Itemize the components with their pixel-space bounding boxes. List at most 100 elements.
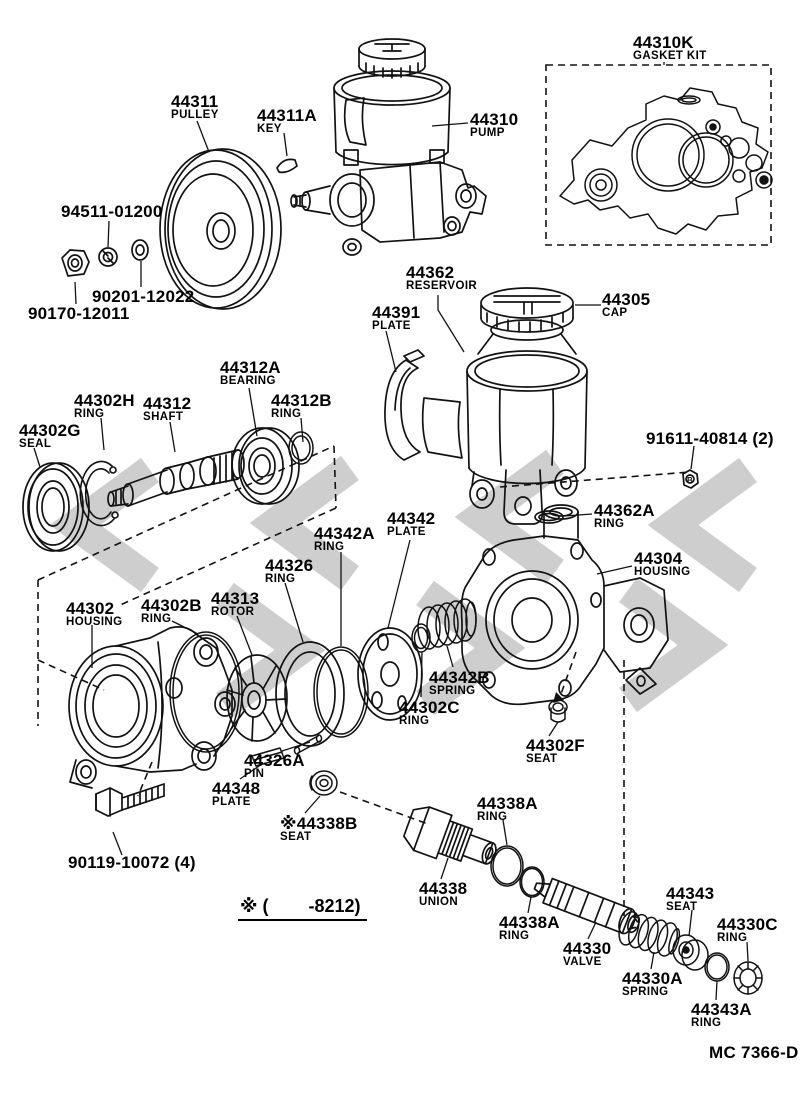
part-label-9017012011: 90170-12011: [28, 305, 129, 323]
washer-94511-drawing: [98, 247, 118, 267]
part-number: 44313: [211, 589, 260, 608]
part-description: RING: [265, 572, 296, 585]
part-description: RING: [499, 929, 530, 942]
part-number: 44304: [634, 549, 683, 568]
part-description: PLATE: [372, 319, 411, 332]
gasket-kit-box: [545, 64, 772, 246]
part-description: RING: [594, 517, 625, 530]
part-number: 44302G: [19, 421, 81, 440]
part-description: PUMP: [470, 126, 505, 139]
part-number: 94511-01200: [61, 202, 163, 221]
part-description: RING: [399, 714, 430, 727]
union-drawing: [403, 806, 497, 865]
part-description: RING: [477, 810, 508, 823]
washer-90201-drawing: [131, 239, 149, 261]
part-description: VALVE: [563, 955, 602, 968]
seat-44343-drawing: [672, 934, 709, 971]
part-number: 44343: [666, 884, 715, 903]
bearing-drawing: [231, 427, 300, 505]
part-description: SEAT: [526, 752, 558, 765]
part-number: 44311A: [257, 106, 317, 125]
gasket-kit-drawing: [559, 87, 773, 235]
part-number: 90201-12022: [92, 287, 195, 306]
part-description: HOUSING: [634, 565, 691, 578]
part-number: 90170-12011: [28, 304, 130, 323]
part-number: 44338: [419, 879, 468, 898]
leader-lines: [33, 62, 749, 1001]
part-number: 44342: [387, 509, 436, 528]
applicability-footnote: ※ ( -8212): [238, 896, 367, 921]
pin-drawing: [293, 734, 323, 755]
ring-44330c-drawing: [733, 961, 763, 995]
part-description: PIN: [244, 767, 265, 780]
part-description: PLATE: [387, 525, 426, 538]
seat-44338b-drawing: [309, 770, 338, 796]
part-description: BEARING: [220, 374, 276, 387]
spring-44342b-drawing: [417, 598, 477, 650]
part-number: 44310K: [633, 33, 694, 52]
part-number: 44330C: [717, 915, 778, 934]
part-label-91611408142: 91611-40814 (2): [646, 430, 774, 448]
part-description: KEY: [257, 122, 282, 135]
part-description: SEAT: [280, 830, 312, 843]
part-number: 90119-10072 (4): [68, 853, 196, 872]
key-drawing: [276, 158, 298, 174]
spring-44330a-drawing: [618, 911, 681, 957]
bolt-90119-drawing: [95, 783, 165, 817]
document-code: MC 7366-D: [709, 1043, 799, 1062]
part-number: 44326: [265, 556, 314, 575]
front-housing-drawing: [68, 626, 236, 789]
part-label-9020112022: 90201-12022: [92, 288, 194, 306]
part-description: UNION: [419, 895, 459, 908]
part-number: 44342B: [429, 668, 490, 687]
part-description: HOUSING: [66, 615, 123, 628]
part-number: 44362: [406, 263, 455, 282]
part-description: PULLEY: [171, 108, 219, 121]
pump-drawing: [290, 38, 487, 256]
reservoir-drawing: [466, 333, 588, 525]
part-number: 44343A: [691, 1000, 752, 1019]
watermark-logo: [49, 449, 757, 718]
part-number: 44330A: [622, 969, 683, 988]
part-label-90119100724: 90119-10072 (4): [68, 854, 196, 872]
part-number: 91611-40814 (2): [646, 429, 774, 448]
seal-44302g-drawing: [22, 462, 90, 552]
ring-44338a-lower-drawing: [519, 866, 545, 898]
part-number: 44302H: [74, 391, 135, 410]
plate-44348-drawing: [251, 747, 285, 767]
part-description: CAP: [602, 306, 628, 319]
ring-44362a-drawing: [534, 510, 564, 524]
ring-44343a-drawing: [704, 952, 730, 982]
part-description: GASKET KIT: [633, 49, 707, 62]
part-number: 44312A: [220, 358, 281, 377]
part-number: 44338A: [477, 794, 538, 813]
ring-44302c-drawing: [411, 623, 431, 653]
ring-44342a-drawing: [313, 646, 369, 738]
part-description: SEAT: [666, 900, 698, 913]
part-description: SPRING: [622, 985, 669, 998]
seat-44302f-drawing: [548, 699, 568, 723]
